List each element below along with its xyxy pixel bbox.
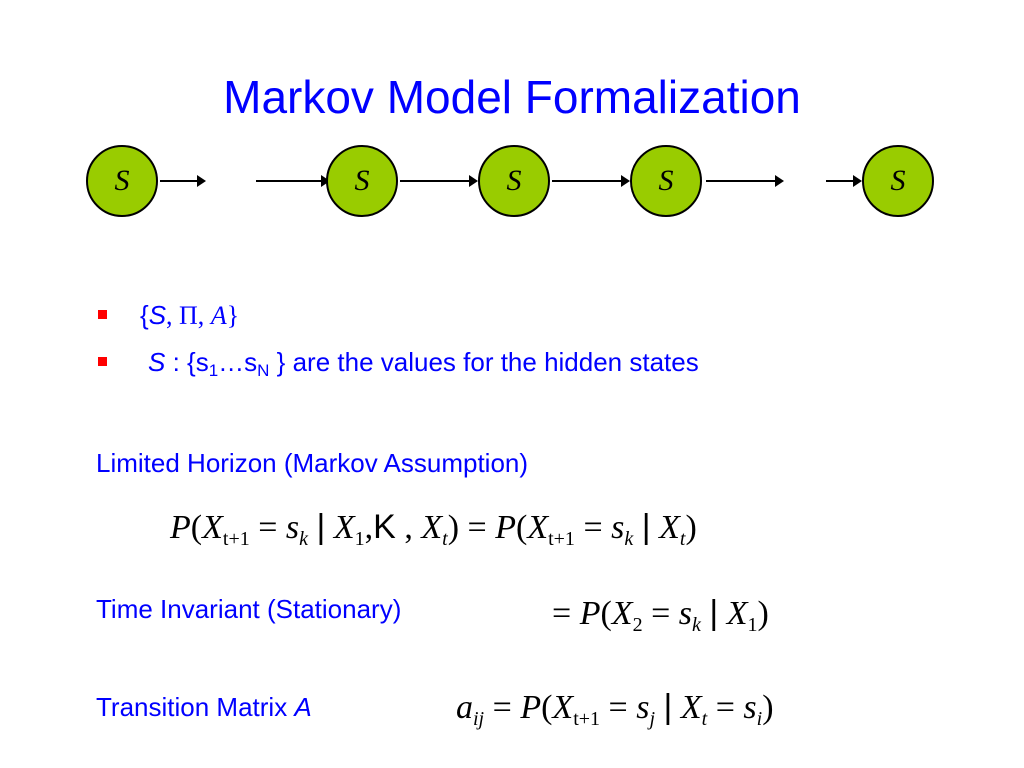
brace-open: { [140, 300, 149, 330]
var-A: A [294, 692, 312, 722]
state-chain-diagram: S S S S S [0, 0, 1024, 240]
formula-transition: aij = P(Xt+1 = sj | Xt = si) [456, 688, 774, 730]
state-node-5: S [862, 145, 934, 217]
sub-N: N [257, 361, 270, 380]
transition-matrix-label: Transition Matrix [96, 692, 295, 722]
slide-title: Markov Model Formalization [223, 71, 801, 123]
arrow-4 [552, 175, 630, 187]
arrow-1 [160, 175, 206, 187]
section-time-invariant: Time Invariant (Stationary) [96, 594, 402, 624]
section-transition-matrix: Transition Matrix A [96, 692, 312, 723]
state-node-2: S [326, 145, 398, 217]
arrow-3 [400, 175, 478, 187]
bullet-marker-1 [98, 310, 107, 319]
bullet-1: {S, Π, A} [140, 300, 239, 331]
arrow-6 [826, 175, 862, 187]
brace-close: } [226, 301, 240, 330]
formula-markov-assumption: P(Xt+1 = sk | X1,K , Xt) = P(Xt+1 = sk |… [170, 508, 697, 550]
var-S: S [148, 300, 167, 330]
var-A: A [210, 301, 227, 330]
var-S: S [148, 347, 166, 377]
bullet-marker-2 [98, 357, 107, 366]
bullet-2-text3: } are the values for the hidden states [269, 347, 699, 377]
bullet-2-text1: : {s [165, 347, 209, 377]
arrow-5 [706, 175, 784, 187]
bullet-1-rest: , Π, [166, 301, 211, 330]
state-node-1: S [86, 145, 158, 217]
formula-stationary: = P(X2 = sk | X1) [552, 594, 769, 636]
state-node-4: S [630, 145, 702, 217]
arrow-2 [256, 175, 330, 187]
bullet-2-text2: …s [218, 347, 258, 377]
state-node-3: S [478, 145, 550, 217]
sub-1: 1 [208, 361, 219, 380]
section-limited-horizon: Limited Horizon (Markov Assumption) [96, 448, 529, 478]
bullet-2: S : {s1…sN } are the values for the hidd… [148, 347, 699, 380]
